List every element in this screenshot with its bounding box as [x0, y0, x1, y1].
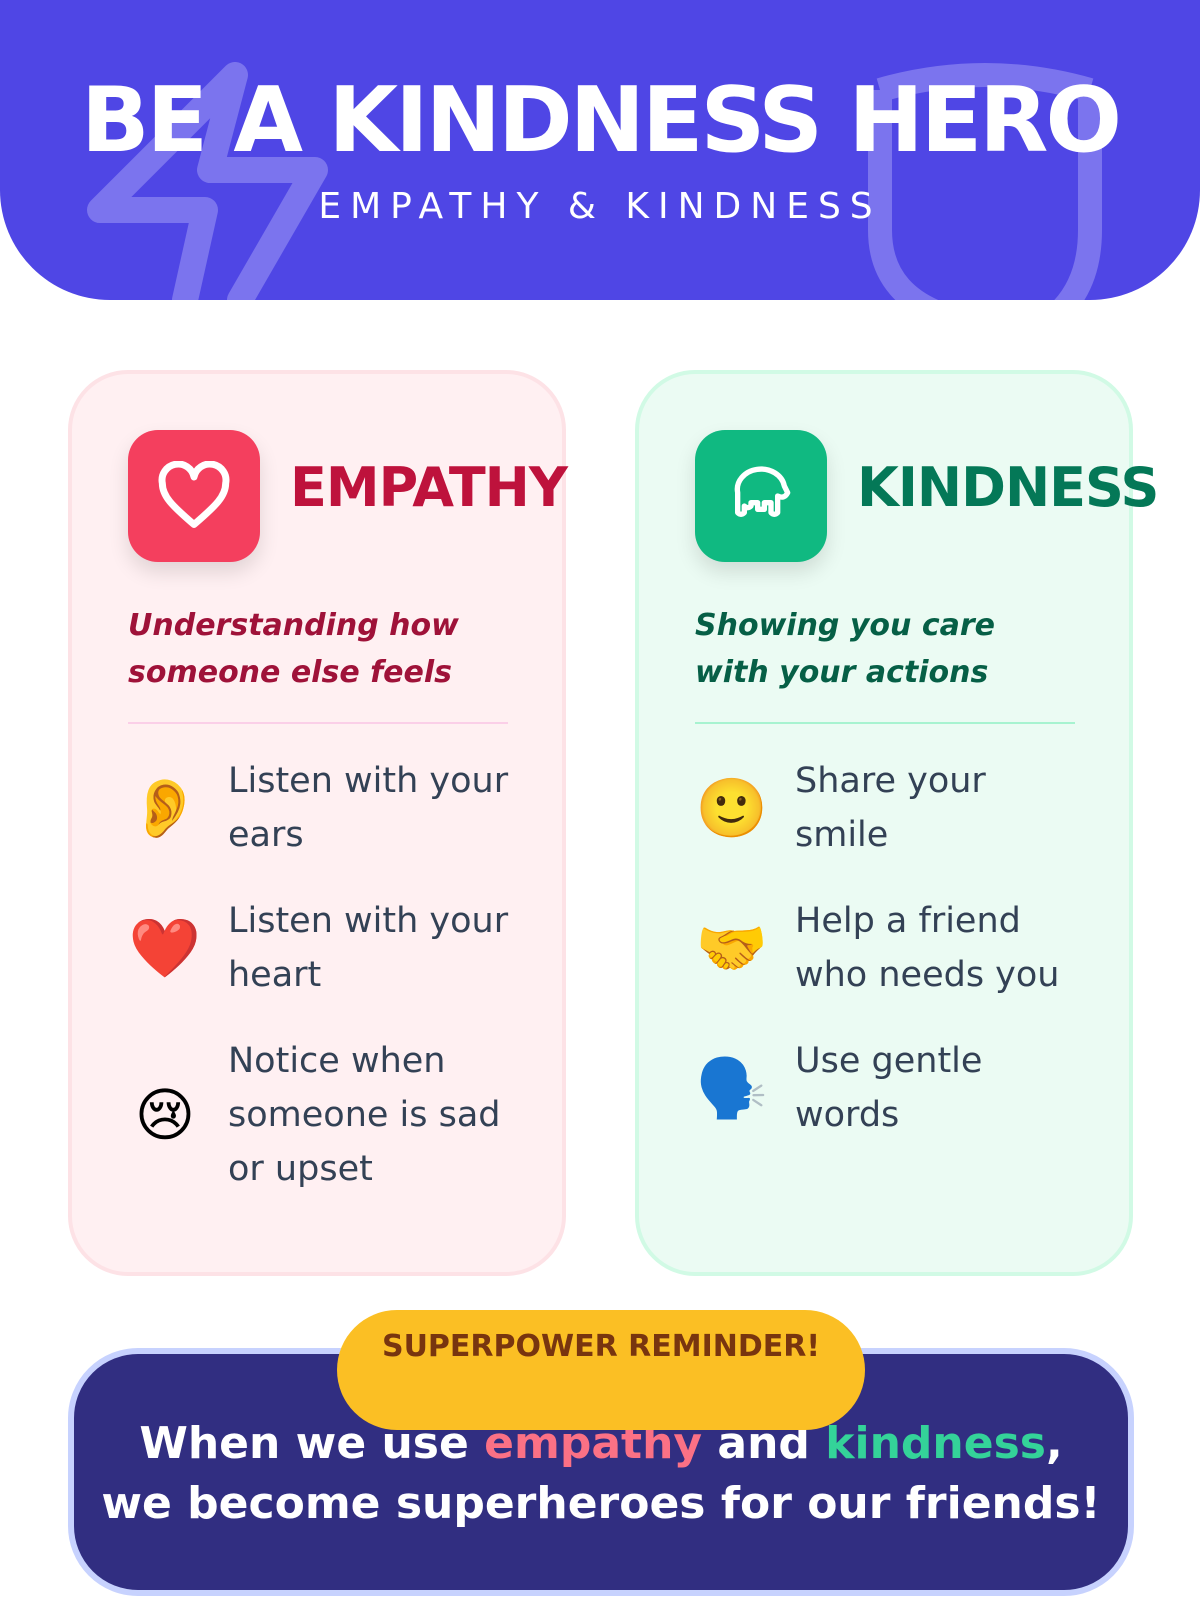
item-text: Help a friend who needs you	[795, 901, 1060, 995]
lightning-shield-decoration-icon	[87, 62, 1102, 300]
item-text: Notice when someone is sad or upset	[228, 1041, 501, 1189]
item-text: Share your smile	[795, 761, 986, 855]
superpower-badge: SUPERPOWER REMINDER!	[337, 1310, 865, 1430]
list-item: 👂 Listen with your ears	[128, 754, 548, 862]
kindness-card: KINDNESS Showing you care with your acti…	[635, 370, 1159, 1276]
divider	[128, 722, 508, 724]
item-text: Listen with your ears	[228, 761, 509, 855]
heart-icon	[128, 430, 260, 562]
divider	[695, 722, 1075, 724]
item-text: Use gentle words	[795, 1041, 983, 1135]
empathy-description: Understanding how someone else feels	[128, 608, 459, 690]
kindness-description: Showing you care with your actions	[695, 608, 995, 690]
ear-icon: 👂	[128, 773, 202, 842]
msg-line2: we become superheroes for our friends!	[101, 1478, 1101, 1529]
kindness-title: KINDNESS	[857, 456, 1159, 519]
item-text: Listen with your heart	[228, 901, 509, 995]
header-banner: BE A KINDNESS HERO EMPATHY & KINDNESS	[0, 0, 1200, 300]
reminder-message: When we use empathy and kindness, we bec…	[74, 1414, 1128, 1534]
list-item: 🤝 Help a friend who needs you	[695, 894, 1115, 1002]
page-title: BE A KINDNESS HERO	[81, 68, 1122, 173]
empathy-title: EMPATHY	[290, 456, 568, 519]
msg-kindness: kindness	[825, 1418, 1046, 1469]
list-item: 🙂 Share your smile	[695, 754, 1115, 862]
page-subtitle: EMPATHY & KINDNESS	[318, 186, 882, 227]
msg-text: ,	[1045, 1418, 1063, 1469]
hand-icon	[695, 430, 827, 562]
list-item: 😢 Notice when someone is sad or upset	[128, 1034, 548, 1196]
heart-emoji-icon: ❤️	[128, 913, 202, 982]
speaking-head-icon: 🗣️	[695, 1053, 769, 1122]
empathy-card: EMPATHY Understanding how someone else f…	[68, 370, 568, 1276]
crying-face-icon: 😢	[134, 1081, 196, 1149]
smile-icon: 🙂	[695, 773, 769, 842]
list-item: 🗣️ Use gentle words	[695, 1034, 1115, 1142]
list-item: ❤️ Listen with your heart	[128, 894, 548, 1002]
handshake-icon: 🤝	[695, 913, 769, 982]
